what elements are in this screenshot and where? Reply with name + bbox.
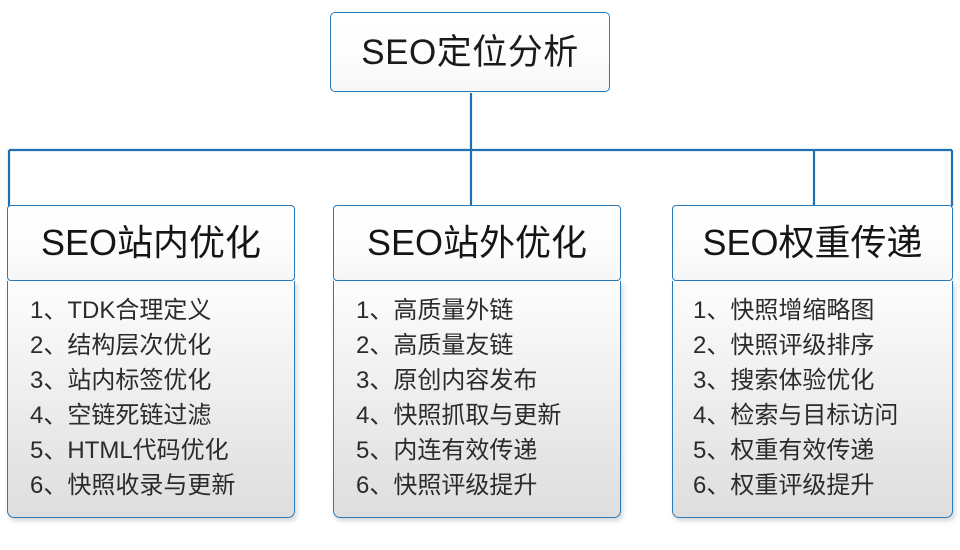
branch-column-weight-transfer: SEO权重传递 1、快照增缩略图 2、快照评级排序 3、搜索体验优化 4、检索与…	[672, 205, 953, 518]
root-node-seo-positioning-analysis[interactable]: SEO定位分析	[330, 12, 610, 92]
list-item[interactable]: 3、原创内容发布	[356, 367, 538, 394]
branch-list-weight-transfer: 1、快照增缩略图 2、快照评级排序 3、搜索体验优化 4、检索与目标访问 5、权…	[672, 281, 953, 518]
list-item[interactable]: 2、快照评级排序	[693, 332, 875, 359]
list-item[interactable]: 5、内连有效传递	[356, 437, 538, 464]
list-item[interactable]: 4、检索与目标访问	[693, 402, 899, 429]
branch-header-on-site[interactable]: SEO站内优化	[7, 205, 295, 281]
root-node-label: SEO定位分析	[361, 32, 579, 72]
list-item[interactable]: 5、HTML代码优化	[30, 437, 229, 464]
branch-header-label: SEO站内优化	[40, 222, 262, 263]
branch-header-label: SEO站外优化	[366, 222, 588, 263]
branch-header-label: SEO权重传递	[702, 222, 923, 263]
branch-list-off-site: 1、高质量外链 2、高质量友链 3、原创内容发布 4、快照抓取与更新 5、内连有…	[333, 281, 621, 518]
list-item[interactable]: 6、快照收录与更新	[30, 472, 236, 499]
list-item[interactable]: 2、结构层次优化	[30, 332, 212, 359]
list-item[interactable]: 6、权重评级提升	[693, 472, 875, 499]
list-item[interactable]: 1、TDK合理定义	[30, 297, 212, 324]
branch-column-off-site: SEO站外优化 1、高质量外链 2、高质量友链 3、原创内容发布 4、快照抓取与…	[333, 205, 621, 518]
list-item[interactable]: 2、高质量友链	[356, 332, 514, 359]
list-item[interactable]: 4、空链死链过滤	[30, 402, 212, 429]
list-item[interactable]: 4、快照抓取与更新	[356, 402, 562, 429]
list-item[interactable]: 1、高质量外链	[356, 297, 514, 324]
list-item[interactable]: 6、快照评级提升	[356, 472, 538, 499]
branch-list-on-site: 1、TDK合理定义 2、结构层次优化 3、站内标签优化 4、空链死链过滤 5、H…	[7, 281, 295, 518]
branch-column-on-site: SEO站内优化 1、TDK合理定义 2、结构层次优化 3、站内标签优化 4、空链…	[7, 205, 295, 518]
list-item[interactable]: 3、站内标签优化	[30, 367, 212, 394]
branch-header-off-site[interactable]: SEO站外优化	[333, 205, 621, 281]
list-item[interactable]: 3、搜索体验优化	[693, 367, 875, 394]
list-item[interactable]: 1、快照增缩略图	[693, 297, 875, 324]
list-item[interactable]: 5、权重有效传递	[693, 437, 875, 464]
branch-header-weight-transfer[interactable]: SEO权重传递	[672, 205, 953, 281]
